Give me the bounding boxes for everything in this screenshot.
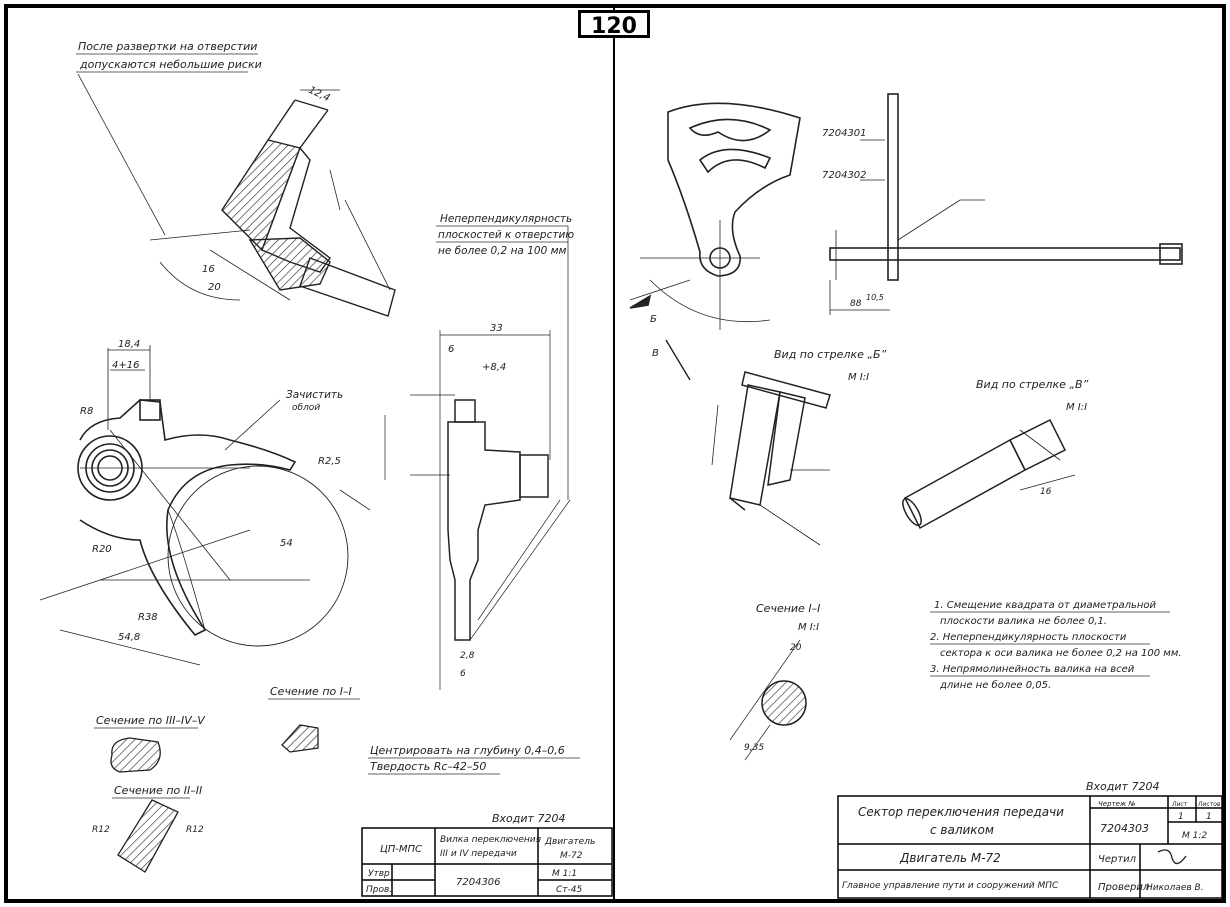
right-tb-check: Проверил — [1098, 882, 1150, 893]
dim-sec-1: R12 — [92, 825, 110, 835]
section-2-2-shape — [117, 799, 179, 873]
dim-side-2: +8,4 — [482, 362, 506, 373]
dim-main-6: R2,5 — [318, 456, 341, 467]
note-3b: длине не более 0,05. — [939, 679, 1051, 691]
right-tb-org: Главное управление пути и сооружений МПС — [842, 881, 1059, 891]
dim-side-5: 6 — [460, 669, 466, 679]
dim-main-2: 4+16 — [112, 360, 139, 371]
label-part-2: 7204302 — [822, 170, 867, 181]
dim-main-8: 54,8 — [118, 632, 140, 643]
note-1b: плоскости валика не более 0,1. — [940, 615, 1107, 627]
left-tb-sheet: Ст-45 — [556, 885, 583, 895]
left-enters: Входит 7204 — [492, 812, 565, 825]
view-b-label: Вид по стрелке „Б” — [774, 348, 887, 361]
dim-main-3: R8 — [80, 406, 93, 417]
right-drawing: В Б 7204301 7204302 88 10,5 Вид по стрел… — [629, 93, 1183, 793]
left-drawing: После развертки на отверстии допускаются… — [39, 40, 580, 873]
dim-tip-2: 16 — [202, 264, 215, 275]
shaft-side-view — [829, 93, 1183, 315]
dim-main-1: 18,4 — [118, 339, 140, 350]
dim-side-3: 6 — [448, 344, 454, 355]
left-tb-row2: Пров. — [366, 885, 392, 895]
note-center-line2: Твердость Rc–42–50 — [370, 760, 486, 773]
note-1a: 1. Смещение квадрата от диаметральной — [934, 600, 1157, 611]
dim-shaft-2: 10,5 — [866, 293, 884, 302]
section-1-scale: М I:I — [798, 622, 819, 633]
sector-plate — [629, 102, 801, 381]
note-perp-line3: не более 0,2 на 100 мм — [438, 245, 567, 257]
left-tb-product-1: Двигатель — [544, 837, 595, 847]
left-tb-title-1: Вилка переключения — [440, 835, 542, 845]
note-2b: сектора к оси валика не более 0,2 на 100… — [940, 647, 1182, 659]
note-top-line1: После развертки на отверстии — [78, 40, 257, 53]
right-tb-sheet: 1 — [1178, 812, 1184, 822]
left-title-block — [361, 827, 613, 897]
fork-main-view — [39, 345, 371, 666]
right-tb-product: Двигатель М-72 — [899, 851, 1001, 865]
arrow-v-1: В — [652, 348, 659, 359]
left-tb-product-2: М-72 — [560, 851, 583, 861]
right-tb-checker: Николаев В. — [1146, 883, 1204, 893]
right-tb-num-label: Чертеж № — [1098, 800, 1136, 808]
note-perp-line2: плоскостей к отверстию — [438, 229, 574, 241]
signature-mark — [1157, 849, 1187, 865]
dim-view-v: 16 — [1040, 487, 1052, 497]
label-protect-2: облой — [292, 403, 320, 413]
dim-main-5: R38 — [138, 612, 158, 623]
right-tb-title-2: с валиком — [930, 823, 994, 837]
dim-sec-2: R12 — [186, 825, 204, 835]
view-b-scale: М I:I — [848, 372, 869, 383]
page-number: 120 — [578, 10, 650, 39]
right-tb-sheet-label: Лист — [1171, 801, 1188, 808]
right-enters: Входит 7204 — [1086, 780, 1159, 793]
note-top-line2: допускаются небольшие риски — [79, 58, 262, 71]
dim-sec-right-2: 9,35 — [744, 743, 764, 753]
dim-main-4: R20 — [92, 544, 112, 555]
right-tb-num: 7204303 — [1100, 822, 1149, 835]
view-v-label: Вид по стрелке „В” — [976, 378, 1089, 391]
left-tb-row1: Утвр — [368, 869, 390, 879]
left-tb-num: 7204306 — [456, 877, 501, 888]
left-tb-scale: М 1:1 — [552, 869, 577, 879]
section-1-label: Сечение I–I — [756, 602, 820, 615]
left-tb-org: ЦП-МПС — [380, 844, 422, 855]
note-perp-line1: Неперпендикулярность — [440, 213, 572, 225]
arrow-b-1: Б — [650, 314, 657, 325]
section-1-shape — [761, 680, 807, 726]
right-tb-sheets: 1 — [1206, 812, 1212, 822]
right-title-block — [837, 795, 1223, 899]
dim-tip-3: 20 — [208, 282, 221, 293]
note-2a: 2. Неперпендикулярность плоскости — [930, 632, 1127, 643]
dim-side-1: 33 — [490, 323, 503, 334]
note-3a: 3. Непрямолинейность валика на всей — [930, 664, 1135, 675]
right-tb-sheets-label: Листов — [1197, 801, 1221, 808]
section-3-4-5-label: Сечение по III–IV–V — [96, 714, 206, 727]
right-tb-title-1: Сектор переключения передачи — [858, 805, 1064, 819]
view-b-part — [711, 371, 831, 546]
dim-shaft-1: 88 — [850, 299, 862, 309]
label-protect-1: Зачистить — [286, 389, 343, 401]
label-part-1: 7204301 — [822, 128, 867, 139]
section-2-2-label: Сечение по II–II — [114, 784, 202, 797]
section-3-4-5-shape — [110, 737, 161, 773]
view-v-scale: М I:I — [1066, 402, 1087, 413]
note-center-line1: Центрировать на глубину 0,4–0,6 — [370, 744, 565, 757]
fork-side-view — [384, 330, 571, 690]
right-tb-draw: Чертил — [1098, 854, 1137, 865]
dim-sec-right-1: 20 — [790, 643, 802, 653]
left-tb-title-2: III и IV передачи — [440, 849, 517, 859]
view-v-part — [902, 418, 1076, 530]
dim-main-7: 54 — [280, 538, 293, 549]
section-1-1-label: Сечение по I–I — [270, 685, 352, 698]
fork-tip-view — [149, 89, 396, 317]
section-1-1-shape — [281, 724, 319, 753]
dim-side-4: 2,8 — [460, 651, 475, 661]
right-tb-scale: М 1:2 — [1182, 831, 1207, 841]
